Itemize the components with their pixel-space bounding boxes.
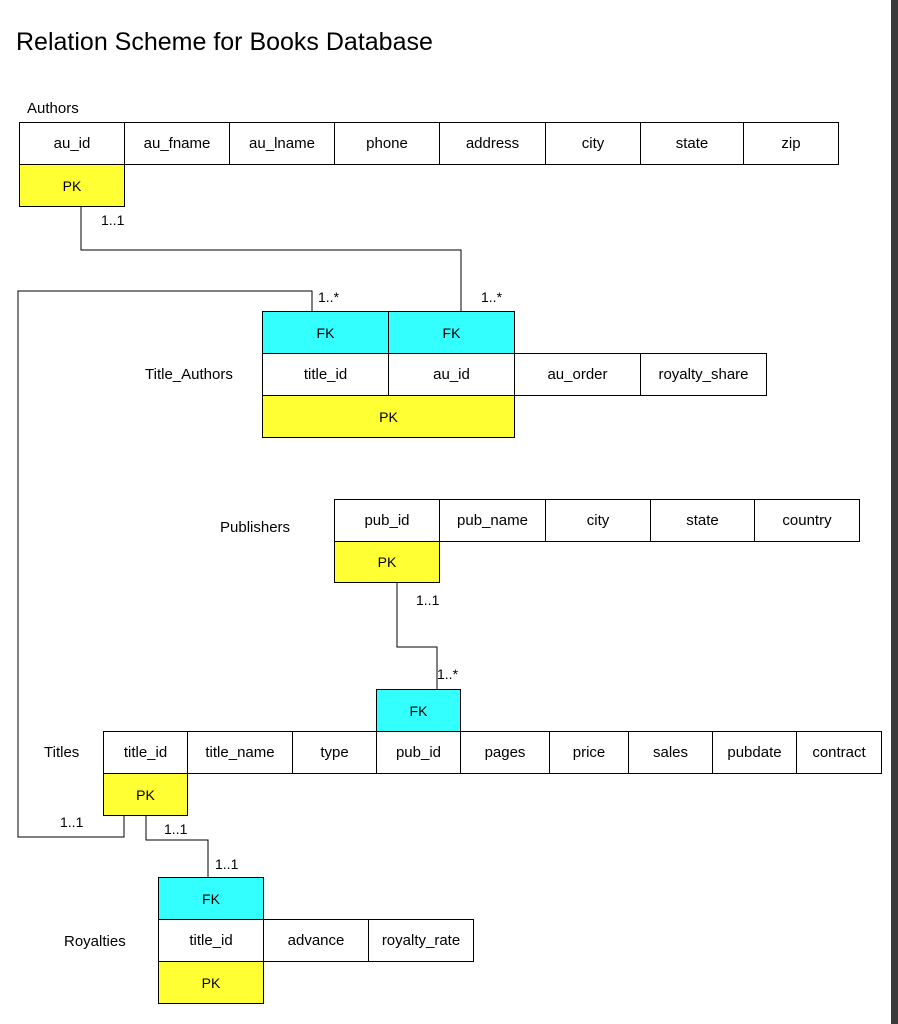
authors-col-zip: zip [743, 122, 839, 165]
title-authors-col-royalty-share: royalty_share [640, 353, 767, 396]
publishers-to-titles-line [396, 583, 438, 689]
title-authors-col-au-order: au_order [514, 353, 641, 396]
titles-to-title-authors-multiplicity: 1..1 [60, 814, 84, 830]
diagram-title: Relation Scheme for Books Database [16, 28, 433, 56]
window-edge [891, 0, 898, 1024]
authors-pk-badge: PK [19, 164, 125, 207]
titles-col-price: price [549, 731, 629, 774]
royalties-table-label: Royalties [64, 933, 126, 950]
authors-col-au-id: au_id [19, 122, 125, 165]
authors-col-au-lname: au_lname [229, 122, 335, 165]
authors-to-title-authors-line [80, 207, 462, 311]
publishers-col-pub-id: pub_id [334, 499, 440, 542]
royalties-col-title-id: title_id [158, 919, 264, 962]
title-authors-fk-title-id: FK [262, 311, 389, 354]
publishers-pk-badge: PK [334, 541, 440, 583]
royalties-col-royalty-rate: royalty_rate [368, 919, 474, 962]
titles-to-royalties-line [145, 816, 209, 877]
authors-col-address: address [439, 122, 546, 165]
title-authors-title-multiplicity: 1..* [318, 289, 340, 305]
titles-to-royalties-multiplicity: 1..1 [164, 821, 188, 837]
titles-col-pubdate: pubdate [712, 731, 797, 774]
publishers-col-city: city [545, 499, 651, 542]
publishers-table-label: Publishers [220, 519, 291, 536]
titles-col-type: type [292, 731, 377, 774]
royalties-fk-title-id: FK [158, 877, 264, 920]
publishers-multiplicity: 1..1 [416, 592, 440, 608]
titles-col-pub-id: pub_id [376, 731, 461, 774]
authors-col-city: city [545, 122, 641, 165]
title-authors-col-title-id: title_id [262, 353, 389, 396]
authors-col-state: state [640, 122, 744, 165]
titles-col-title-name: title_name [187, 731, 293, 774]
title-authors-fk-au-id: FK [388, 311, 515, 354]
titles-to-title-authors-line [17, 290, 313, 838]
royalties-multiplicity: 1..1 [215, 856, 239, 872]
publishers-col-state: state [650, 499, 755, 542]
publishers-col-country: country [754, 499, 860, 542]
authors-col-phone: phone [334, 122, 440, 165]
authors-table-label: Authors [27, 100, 79, 117]
titles-fk-pub-id: FK [376, 689, 461, 732]
titles-col-sales: sales [628, 731, 713, 774]
titles-col-pages: pages [460, 731, 550, 774]
royalties-pk-badge: PK [158, 961, 264, 1004]
authors-multiplicity: 1..1 [101, 212, 125, 228]
titles-pub-multiplicity: 1..* [437, 666, 459, 682]
publishers-col-pub-name: pub_name [439, 499, 546, 542]
title-authors-col-au-id: au_id [388, 353, 515, 396]
title-authors-table-label: Title_Authors [145, 366, 233, 383]
titles-col-title-id: title_id [103, 731, 188, 774]
titles-pk-badge: PK [103, 773, 188, 816]
titles-table-label: Titles [44, 744, 80, 761]
authors-col-au-fname: au_fname [124, 122, 230, 165]
titles-col-contract: contract [796, 731, 882, 774]
title-authors-author-multiplicity: 1..* [481, 289, 503, 305]
royalties-col-advance: advance [263, 919, 369, 962]
title-authors-pk-badge: PK [262, 395, 515, 438]
